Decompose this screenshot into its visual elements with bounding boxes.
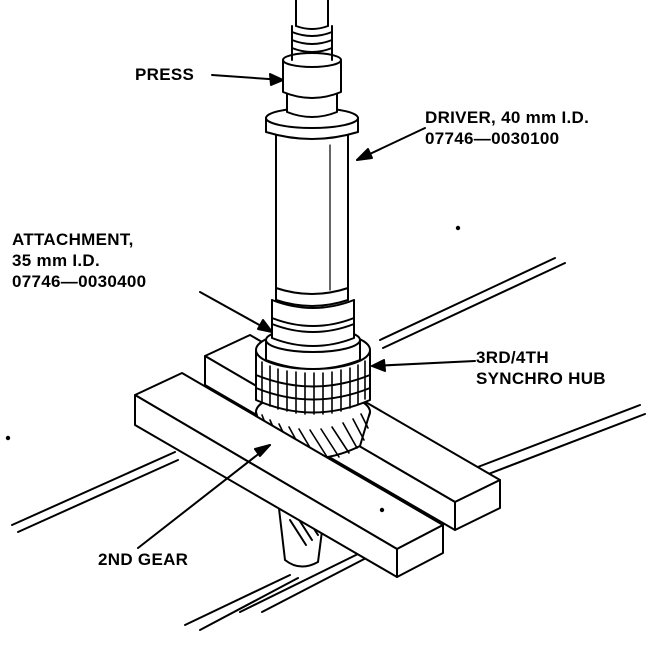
label-attachment-line2: 35 mm I.D. <box>12 251 101 270</box>
label-driver-line1: DRIVER, 40 mm I.D. <box>425 108 590 127</box>
front-block <box>134 372 444 578</box>
leader-arrows <box>5 73 476 549</box>
label-synchro-hub-line1: 3RD/4TH <box>476 348 549 367</box>
label-attachment: ATTACHMENT, 35 mm I.D. 07746—0030400 <box>12 229 146 292</box>
label-synchro-hub-line2: SYNCHRO HUB <box>476 369 606 388</box>
label-second-gear: 2ND GEAR <box>98 550 189 569</box>
label-press: PRESS <box>135 65 195 84</box>
label-synchro-hub: 3RD/4TH SYNCHRO HUB <box>476 347 606 389</box>
label-attachment-line3: 07746—0030400 <box>12 272 147 291</box>
label-driver-line2: 07746—0030100 <box>425 129 560 148</box>
driver-drawing <box>265 107 359 347</box>
rail-lines <box>11 257 646 631</box>
label-driver: DRIVER, 40 mm I.D. 07746—0030100 <box>425 107 589 149</box>
press-ram-drawing <box>282 0 342 118</box>
label-attachment-line1: ATTACHMENT, <box>12 230 134 249</box>
